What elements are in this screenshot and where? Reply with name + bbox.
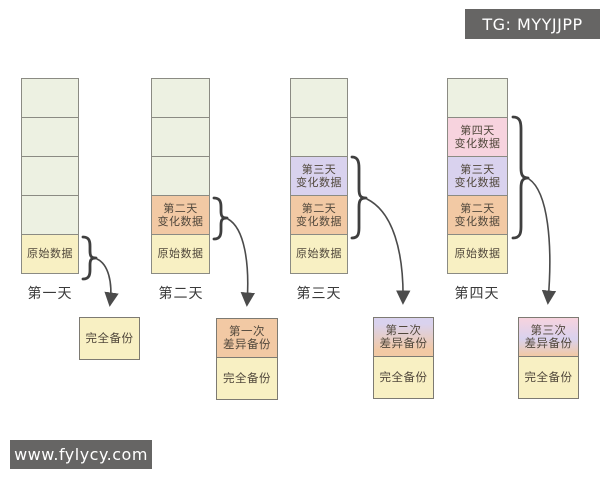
stack-cell [151,156,210,196]
day1-backup-box: 完全备份 [79,317,140,360]
stack-cell [21,117,79,157]
stack-cell [151,78,210,118]
day2-label: 第二天 [158,286,204,302]
day4-stack: 第四天 变化数据 第三天 变化数据 第二天 变化数据 原始数据 [447,78,508,274]
arrow-icon-day3 [366,198,411,305]
brace-icon-day2 [212,196,229,241]
day3-backup-box: 第二次 差异备份 完全备份 [373,317,434,399]
stack-cell [21,195,79,235]
full-backup-segment: 完全备份 [373,356,434,399]
arrow-icon-day4 [528,178,557,305]
stack-cell [290,78,348,118]
brace-icon-day1 [81,235,98,281]
stack-cell [21,78,79,118]
day3-stack: 第三天 变化数据 第二天 变化数据 原始数据 [290,78,348,274]
stack-cell-day2-changes: 第二天 变化数据 [290,195,348,235]
website-watermark-badge: www.fylycy.com [10,440,152,469]
arrow-icon-day1 [96,258,119,307]
day2-stack: 第二天 变化数据 原始数据 [151,78,210,274]
day3-label: 第三天 [296,286,342,302]
full-backup-segment: 完全备份 [518,356,579,399]
day4-label: 第四天 [454,286,500,302]
telegram-watermark-badge: TG: MYYJJPP [465,9,600,39]
stack-cell [447,78,508,118]
stack-cell-original-data: 原始数据 [21,234,79,274]
day1-stack: 原始数据 [21,78,79,274]
stack-cell-original-data: 原始数据 [447,234,508,274]
stack-cell-day3-changes: 第三天 变化数据 [290,156,348,196]
full-backup-segment: 完全备份 [216,357,278,400]
brace-icon-day3 [350,155,368,240]
full-backup-segment: 完全备份 [79,317,140,360]
stack-cell [21,156,79,196]
day4-backup-box: 第三次 差异备份 完全备份 [518,317,579,399]
stack-cell-original-data: 原始数据 [151,234,210,274]
differential-backup-segment: 第一次 差异备份 [216,318,278,358]
day1-label: 第一天 [27,286,73,302]
arrow-icon-day2 [227,218,256,307]
stack-cell-day3-changes: 第三天 变化数据 [447,156,508,196]
day2-backup-box: 第一次 差异备份 完全备份 [216,318,278,400]
differential-backup-segment: 第二次 差异备份 [373,317,434,357]
stack-cell-original-data: 原始数据 [290,234,348,274]
stack-cell [151,117,210,157]
differential-backup-segment: 第三次 差异备份 [518,317,579,357]
stack-cell-day2-changes: 第二天 变化数据 [151,195,210,235]
brace-icon-day4 [511,115,530,240]
stack-cell [290,117,348,157]
stack-cell-day2-changes: 第二天 变化数据 [447,195,508,235]
stack-cell-day4-changes: 第四天 变化数据 [447,117,508,157]
